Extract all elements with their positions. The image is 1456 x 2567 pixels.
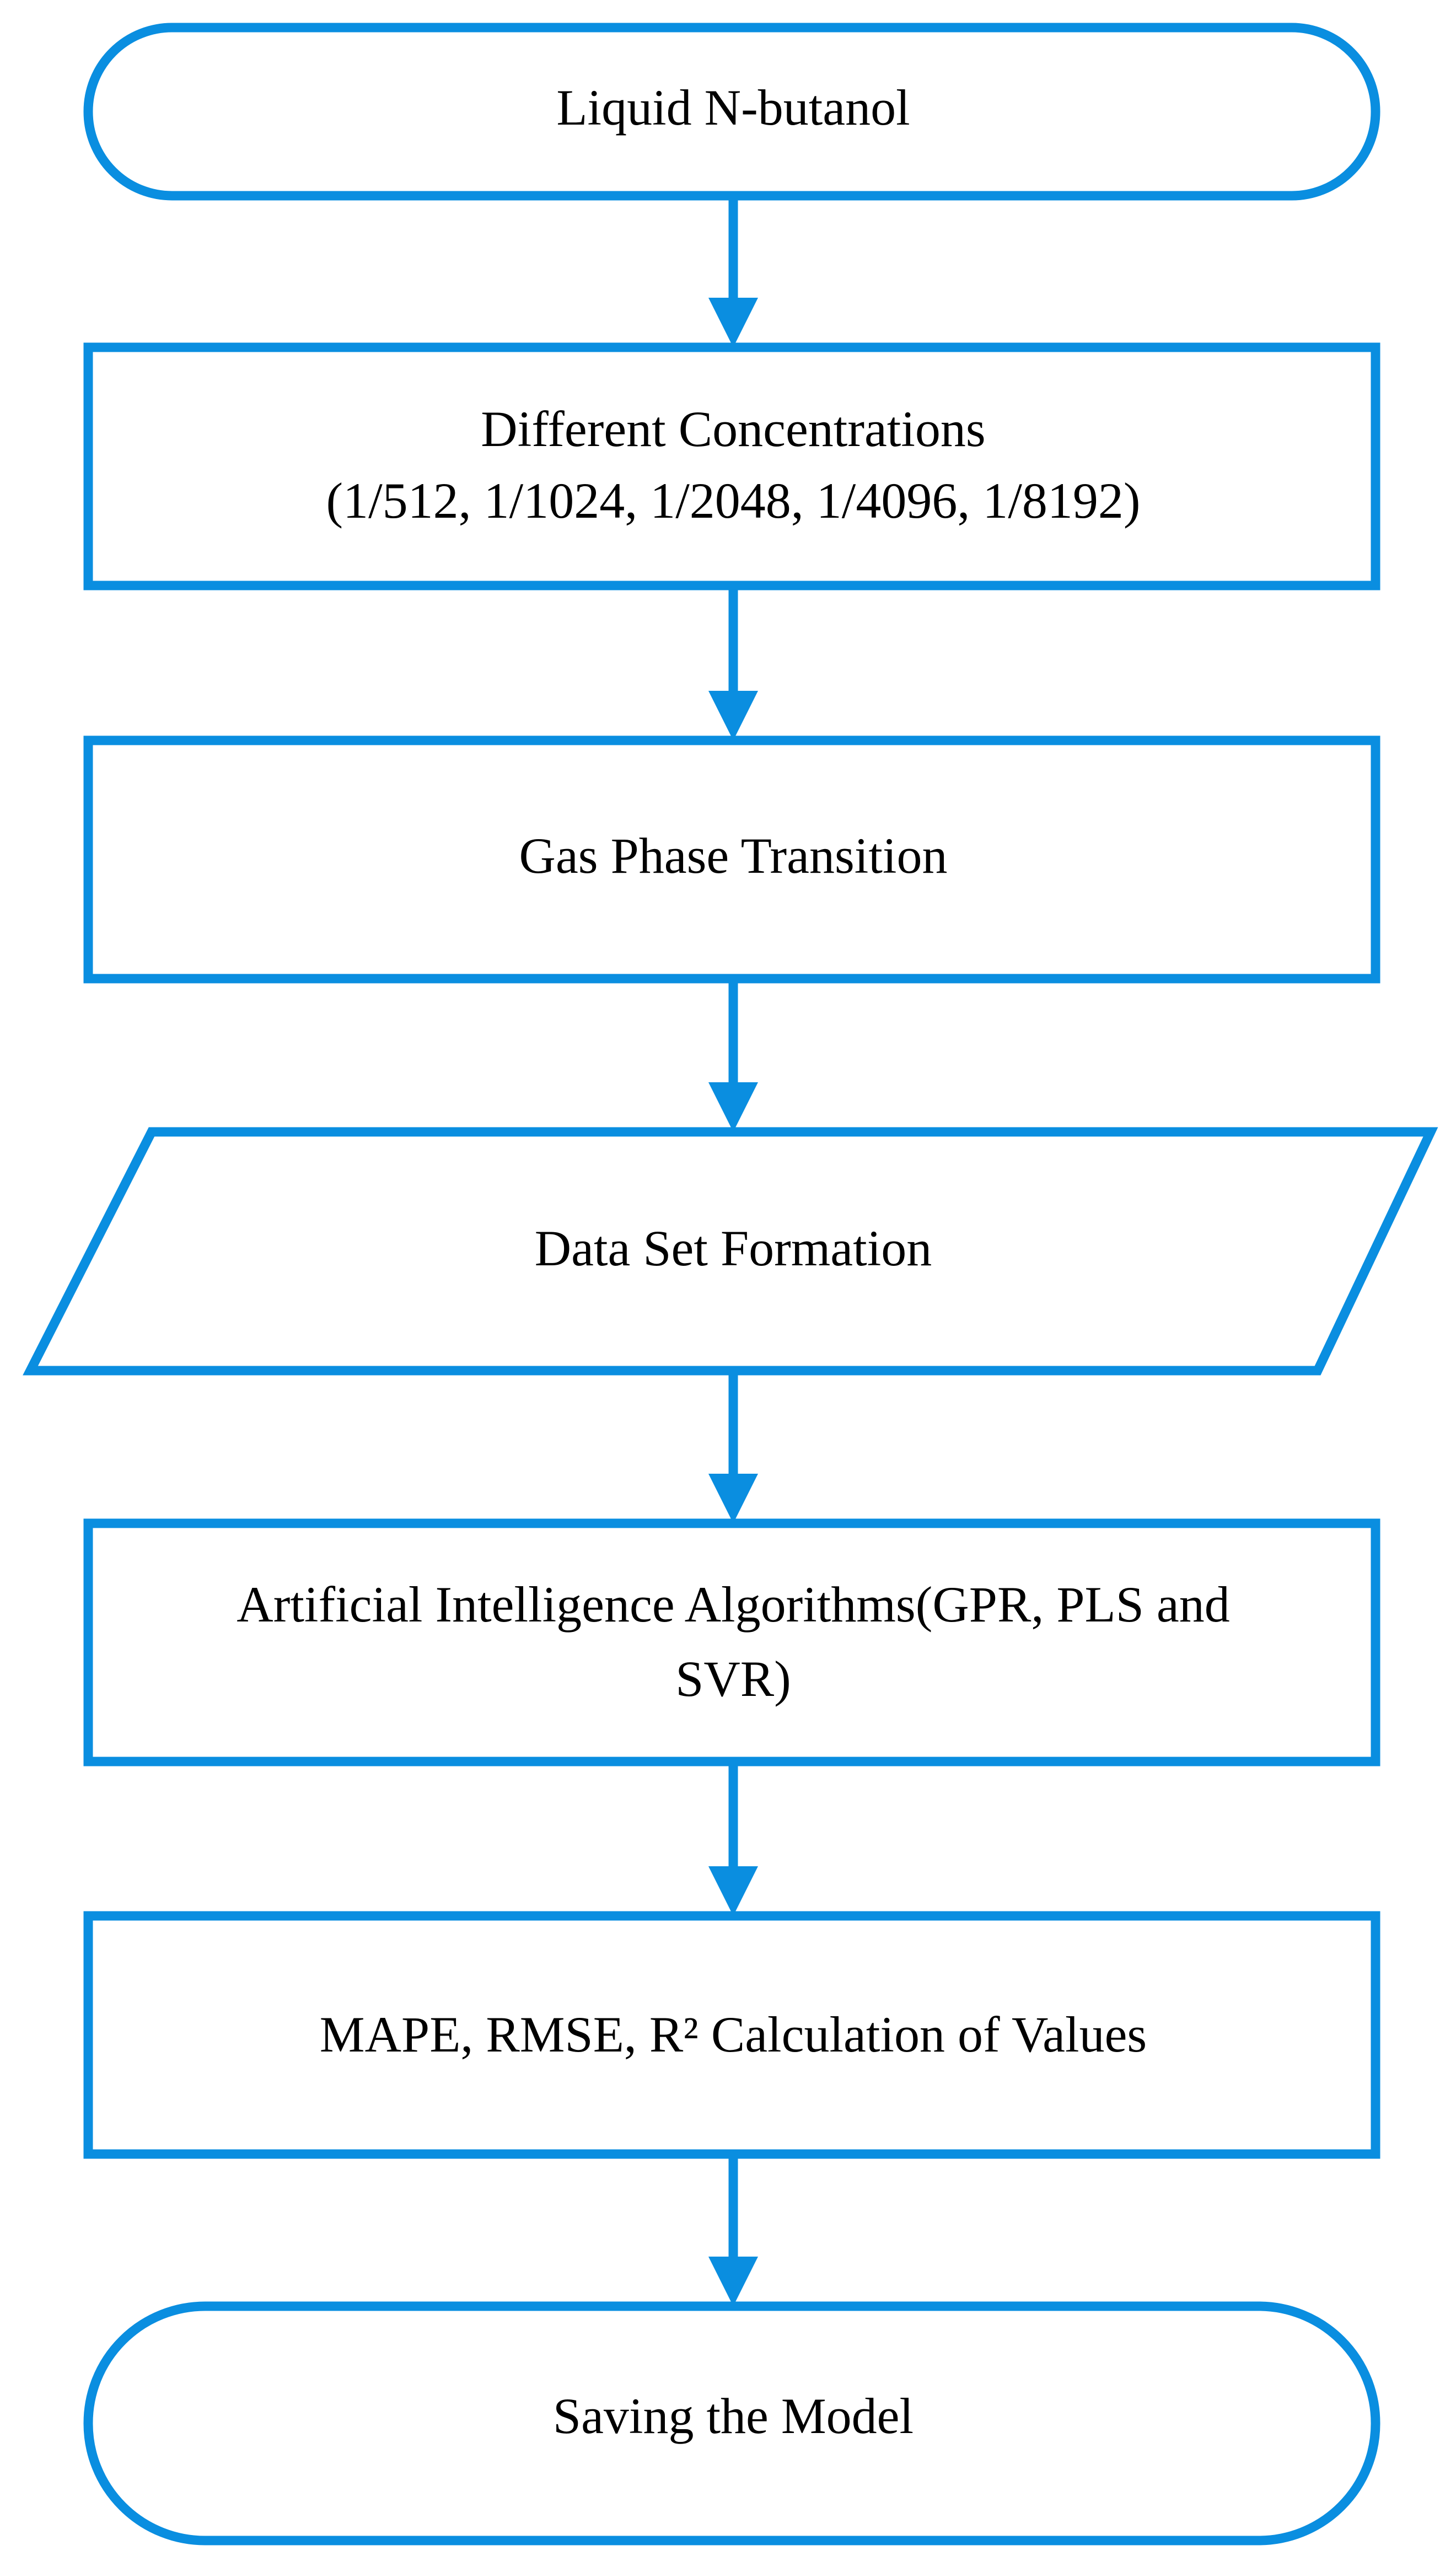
metrics-process-label: MAPE, RMSE, R² Calculation of Values: [320, 2006, 1147, 2063]
concentrations-process: Different Concentrations (1/512, 1/1024,…: [83, 342, 1380, 590]
connector-metrics-to-end: [708, 2154, 758, 2306]
metrics-process: MAPE, RMSE, R² Calculation of Values: [83, 1911, 1380, 2159]
connector-concentrations-to-gas-phase: [708, 586, 758, 740]
connector-gas-phase-to-dataset: [708, 979, 758, 1132]
algorithms-process-label-line-1: Artificial Intelligence Algorithms(GPR, …: [237, 1576, 1229, 1632]
connector-dataset-to-algorithms: [708, 1371, 758, 1523]
dataset-data-label: Data Set Formation: [535, 1220, 932, 1276]
connector-start-to-concentrations: [708, 196, 758, 347]
algorithms-process: Artificial Intelligence Algorithms(GPR, …: [83, 1518, 1380, 1766]
gas-phase-process: Gas Phase Transition: [83, 735, 1380, 984]
end-terminal: Saving the Model: [83, 2301, 1380, 2545]
concentrations-process-label-line-1: Different Concentrations: [481, 401, 985, 457]
algorithms-process-label-line-2: SVR): [675, 1651, 791, 1707]
concentrations-process-label-line-2: (1/512, 1/1024, 1/2048, 1/4096, 1/8192): [326, 472, 1140, 529]
connector-algorithms-to-metrics: [708, 1762, 758, 1916]
start-terminal-label: Liquid N-butanol: [556, 79, 910, 136]
gas-phase-process-label: Gas Phase Transition: [519, 828, 948, 884]
start-terminal: Liquid N-butanol: [83, 23, 1380, 201]
dataset-data-shape: Data Set Formation: [23, 1127, 1438, 1376]
end-terminal-label: Saving the Model: [553, 2388, 914, 2444]
